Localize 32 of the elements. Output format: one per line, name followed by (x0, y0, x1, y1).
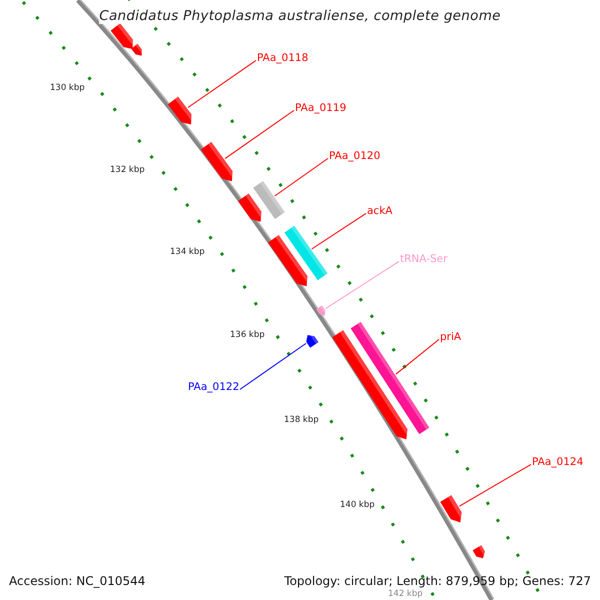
footer-note: Accession: NC_010544 (9, 574, 146, 588)
gene-label: tRNA-Ser (400, 253, 448, 265)
footer-note: Topology: circular; Length: 879,959 bp; Genes: 727 (284, 574, 591, 588)
leader-line (311, 212, 366, 250)
gene-block (350, 322, 430, 434)
leader-line (458, 464, 532, 507)
position-label: 134 kbp (170, 247, 205, 257)
gene-label: priA (440, 331, 462, 343)
position-label: 142 kbp (388, 589, 423, 599)
position-label: 140 kbp (340, 500, 375, 510)
gene-block (131, 44, 145, 58)
leader-line (188, 60, 256, 108)
gene-label: PAa_0122 (188, 381, 240, 393)
leader-line (325, 260, 400, 309)
position-label: 138 kbp (284, 415, 319, 425)
gene-block (304, 332, 318, 348)
leader-line (274, 158, 328, 196)
position-label: 130 kbp (50, 83, 85, 93)
position-label: 136 kbp (230, 330, 265, 340)
position-label: 132 kbp (110, 165, 145, 175)
gene-label: PAa_0124 (532, 456, 584, 468)
gene-label: PAa_0118 (257, 52, 308, 64)
gene-label: PAa_0119 (295, 102, 346, 114)
leader-line (224, 110, 294, 160)
gene-label: ackA (367, 205, 392, 217)
gene-label: PAa_0120 (329, 150, 380, 162)
leader-line (240, 342, 307, 390)
gene-block (316, 304, 328, 318)
gene-block (284, 226, 328, 280)
leader-line (395, 338, 440, 375)
gene-block (253, 181, 285, 219)
gene-block (472, 545, 488, 561)
